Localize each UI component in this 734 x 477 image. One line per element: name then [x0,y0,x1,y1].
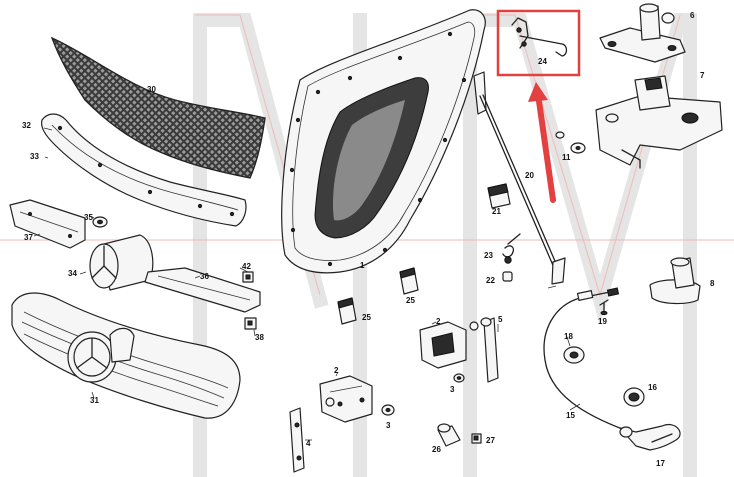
label-6: 6 [690,11,695,20]
part-20-stay-rod [473,71,566,285]
part-22-cap [502,271,513,282]
label-17: 17 [656,459,665,468]
part-1-hood-panel [281,9,486,274]
label-25b: 25 [406,296,415,305]
part-32-33-grille-frame [41,113,247,227]
part-24-hinge-hook [511,17,568,57]
part-31-grille-assembly [11,292,241,419]
label-21: 21 [492,207,501,216]
label-34: 34 [68,269,77,278]
part-15-release-cable [543,287,626,431]
label-23: 23 [484,251,493,260]
part-7-latch-plate [595,75,723,169]
part-19-screw [599,299,609,316]
label-11: 11 [562,153,571,162]
highlight-annotation [496,9,581,203]
part-16-grommet [623,387,645,407]
label-35: 35 [84,213,93,222]
part-35-washer [92,216,108,228]
label-2a: 2 [334,366,339,375]
part-2-hinge-left [319,375,373,423]
label-8: 8 [710,279,715,288]
label-19: 19 [598,317,607,326]
part-4-hinge-bracket [289,407,305,473]
part-23-spring [502,233,521,264]
label-31: 31 [90,396,99,405]
part-3-washer-a [381,404,395,416]
label-5: 5 [498,315,503,324]
label-33: 33 [30,152,39,161]
part-38-clip [244,317,257,330]
label-36: 36 [200,272,209,281]
label-3a: 3 [386,421,391,430]
part-17-pull-handle [619,424,681,451]
part-25-buffer-b [399,267,419,295]
label-38: 38 [255,333,264,342]
highlight-box [496,9,581,77]
label-26: 26 [432,445,441,454]
label-1: 1 [360,261,365,270]
label-16: 16 [648,383,657,392]
part-3-washer-b [453,373,465,383]
leader-lines [33,127,581,441]
label-27: 27 [486,436,495,445]
part-26-bushing [437,423,461,447]
part-2-hinge-right [419,321,479,369]
label-3b: 3 [450,385,455,394]
part-30-mesh-grille [50,36,266,179]
part-37-bracket [9,199,86,249]
label-30: 30 [147,85,156,94]
label-4: 4 [306,439,311,448]
part-8-release-lever [649,257,701,305]
part-21-rubber-block [487,183,511,209]
part-11-washer [555,131,586,154]
part-42-clip [242,271,254,283]
label-15: 15 [566,411,575,420]
part-labels: 30 32 33 37 35 34 36 42 38 31 1 25 25 2 … [22,11,715,468]
part-25-buffer-a [337,297,357,325]
label-7: 7 [700,71,705,80]
part-5-hinge-bracket [480,317,499,383]
part-27-clip [471,433,482,444]
label-22: 22 [486,276,495,285]
label-42: 42 [242,262,251,271]
label-18: 18 [564,332,573,341]
label-20: 20 [525,171,534,180]
highlight-arrow [535,91,556,203]
label-32: 32 [22,121,31,130]
label-37: 37 [24,233,33,242]
part-36-trim-strip [144,267,261,313]
label-2b: 2 [436,317,441,326]
part-6-lock-mechanism [599,3,686,63]
label-25a: 25 [362,313,371,322]
part-34-emblem-ring [89,234,154,291]
label-24: 24 [538,57,547,66]
part-18-grommet [563,346,585,364]
